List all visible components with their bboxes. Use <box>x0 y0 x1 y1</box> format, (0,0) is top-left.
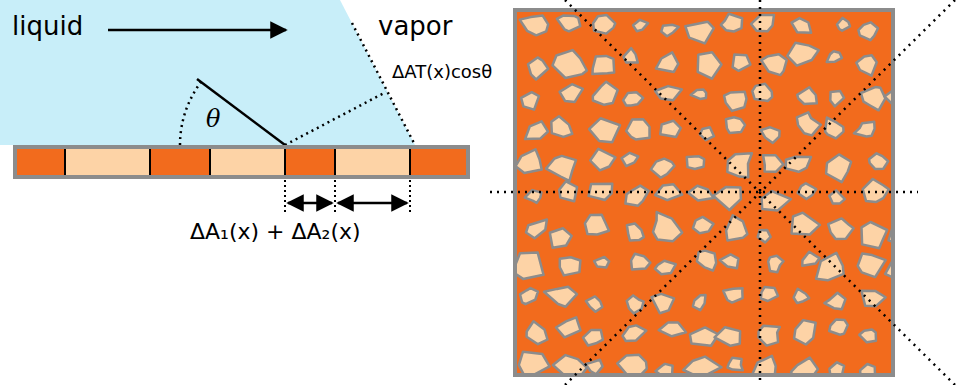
dimension-ticks <box>285 180 410 214</box>
dimension-arrows <box>288 202 407 205</box>
surface-square <box>515 10 893 375</box>
phase-label: vapor <box>378 12 452 41</box>
liquid-region <box>0 0 415 145</box>
patch-texture <box>515 14 893 375</box>
dimension-label: ΔA₁(x) + ΔA₂(x) <box>190 220 361 244</box>
surface-border <box>515 10 893 375</box>
contact-line <box>197 79 285 145</box>
projection-line <box>285 92 386 145</box>
symmetry-lines <box>490 0 955 385</box>
angle-label: θ <box>206 106 220 132</box>
motion-arrow <box>108 29 286 32</box>
substrate-bar <box>15 147 468 177</box>
liquid-boundary <box>352 23 415 145</box>
angle-arc <box>180 82 201 145</box>
phase-label: liquid <box>12 12 83 41</box>
area-label: ΔAT(x)cosθ <box>392 62 492 82</box>
